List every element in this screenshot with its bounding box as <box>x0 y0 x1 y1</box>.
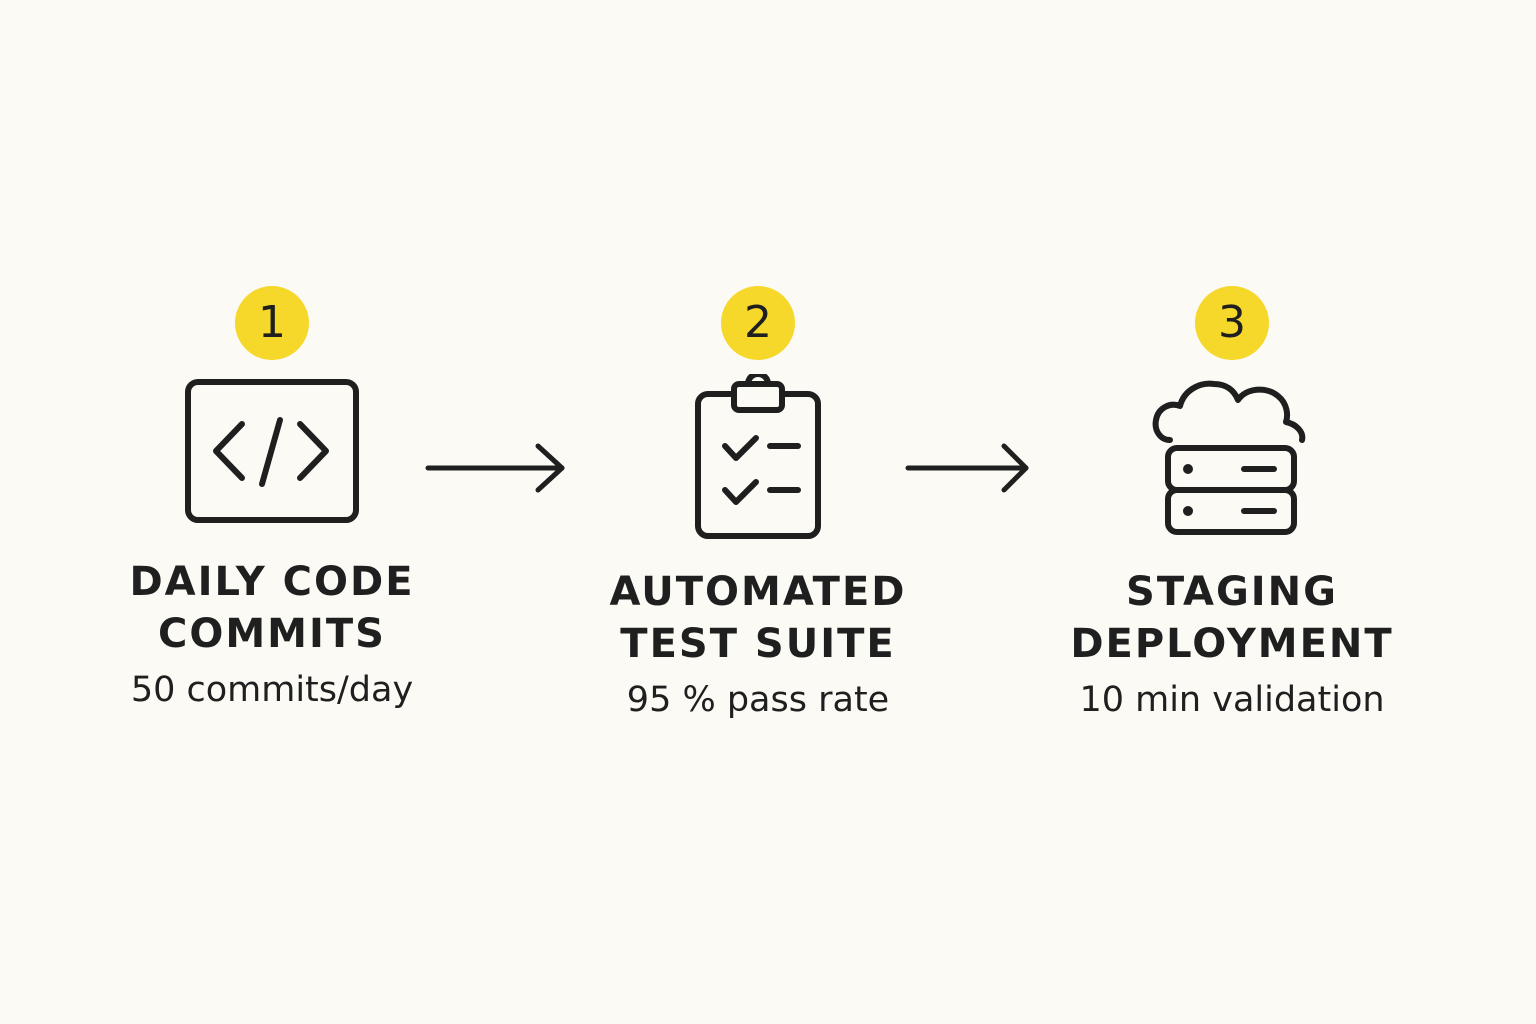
step-metric: 95 % pass rate <box>626 680 890 720</box>
cloud-server-icon <box>1152 380 1306 535</box>
code-window-icon <box>185 379 359 523</box>
clipboard-checklist-icon <box>695 374 821 539</box>
step-title-line-1: AUTOMATED <box>609 569 907 615</box>
step-number-badge: 3 <box>1195 286 1269 360</box>
step-title-line-2: DEPLOYMENT <box>1070 621 1394 667</box>
step-metric: 10 min validation <box>1079 680 1385 720</box>
step-title-line-2: TEST SUITE <box>620 621 896 667</box>
step-title-line-1: DAILY CODE <box>129 559 415 605</box>
step-title: STAGING DEPLOYMENT <box>1022 566 1442 670</box>
step-number-badge: 1 <box>235 286 309 360</box>
step-title-line-2: COMMITS <box>158 611 386 657</box>
step-staging-deployment: 3 STAGING DEPLOYMENT 10 min validation <box>1022 286 1442 722</box>
step-title-line-1: STAGING <box>1126 569 1338 615</box>
step-automated-test-suite: 2 AUTOMATED TEST SUITE 95 % pass rate <box>548 286 968 722</box>
step-daily-code-commits: 1 DAILY CODE COMMITS 50 commits/day <box>62 286 482 712</box>
step-metric: 50 commits/day <box>130 670 414 710</box>
arrow-right-icon <box>425 443 565 493</box>
arrow-right-icon <box>905 443 1029 493</box>
step-number-badge: 2 <box>721 286 795 360</box>
step-title: AUTOMATED TEST SUITE <box>548 566 968 670</box>
step-title: DAILY CODE COMMITS <box>62 556 482 660</box>
